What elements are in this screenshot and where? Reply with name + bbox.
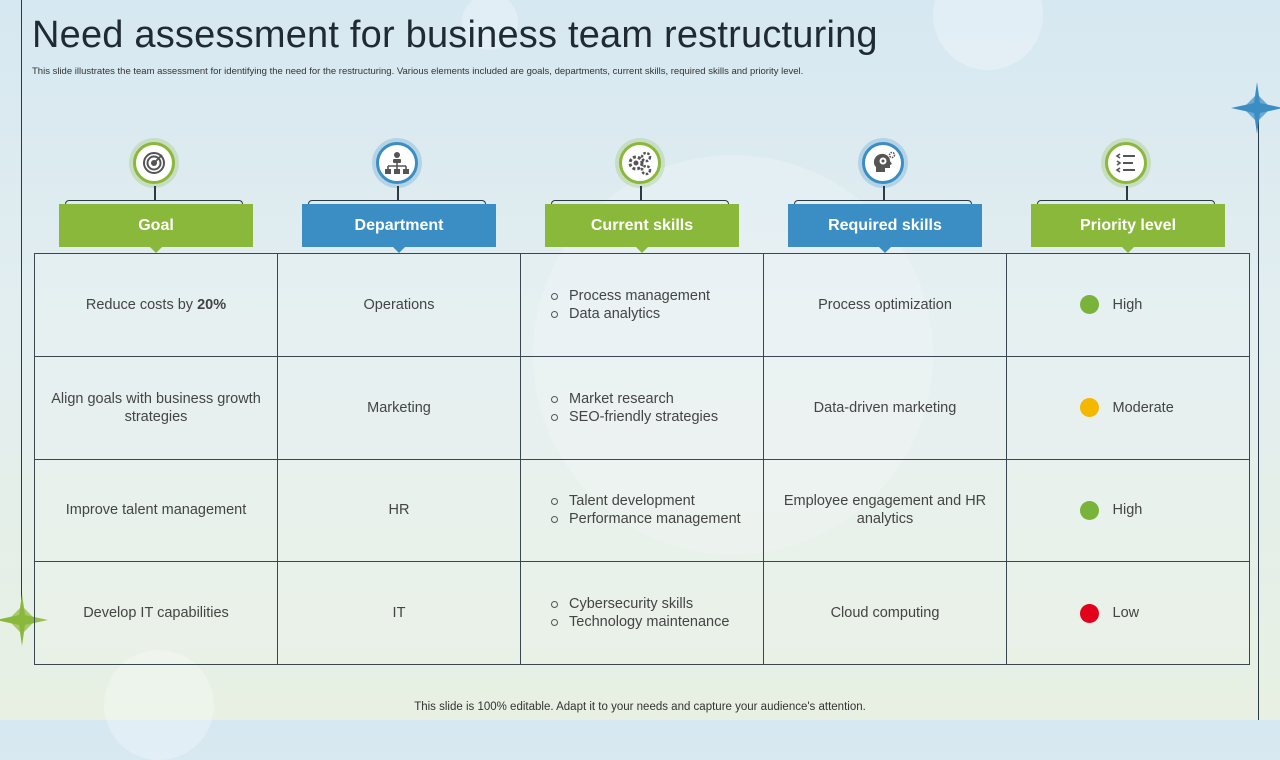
- priority-dot: [1079, 295, 1099, 315]
- required-skills-cell: Process optimization: [763, 253, 1007, 357]
- table-row: Reduce costs by 20% Operations Process m…: [34, 253, 1250, 357]
- priority-cell: Moderate: [1006, 355, 1250, 460]
- header-pill-department: Department: [302, 204, 496, 253]
- department-cell: Marketing: [277, 355, 521, 460]
- current-skills-cell: Talent development Performance managemen…: [520, 458, 764, 563]
- goal-highlight: 20%: [197, 296, 227, 313]
- department-cell: IT: [277, 561, 521, 665]
- priority-list-icon: [1105, 142, 1147, 184]
- column-header-goal: Goal: [35, 138, 278, 254]
- priority-dot: [1079, 398, 1099, 418]
- column-header-priority-level: Priority level: [1007, 138, 1250, 254]
- assessment-table: Reduce costs by 20% Operations Process m…: [34, 253, 1250, 665]
- skills-list: Talent development Performance managemen…: [533, 492, 751, 528]
- column-headers: Goal Department: [35, 138, 1249, 254]
- skills-list: Cybersecurity skills Technology maintena…: [533, 595, 751, 631]
- goal-cell: Reduce costs by 20%: [34, 253, 278, 357]
- bg-decor-circle: [462, 0, 518, 50]
- star-icon: [0, 594, 48, 646]
- required-skills-cell: Cloud computing: [763, 561, 1007, 665]
- department-cell: HR: [277, 458, 521, 563]
- current-skills-cell: Market research SEO-friendly strategies: [520, 355, 764, 460]
- brain-gear-icon: [862, 142, 904, 184]
- gears-icon: [619, 142, 661, 184]
- priority-label: Moderate: [1112, 399, 1174, 416]
- priority-dot: [1079, 603, 1099, 623]
- goal-cell: Align goals with business growth strateg…: [34, 355, 278, 460]
- goal-cell: Develop IT capabilities: [34, 561, 278, 665]
- priority-label: High: [1112, 296, 1143, 313]
- list-item: Talent development: [551, 492, 751, 510]
- priority-dot: [1079, 500, 1099, 520]
- column-header-department: Department: [278, 138, 521, 254]
- department-cell: Operations: [277, 253, 521, 357]
- header-pill-current-skills: Current skills: [545, 204, 739, 253]
- org-chart-icon: [376, 142, 418, 184]
- priority-cell: High: [1006, 458, 1250, 563]
- page-title: Need assessment for business team restru…: [32, 14, 878, 56]
- priority-cell: High: [1006, 253, 1250, 357]
- decor-line-right: [1258, 100, 1259, 720]
- connector: [883, 186, 885, 200]
- skills-list: Market research SEO-friendly strategies: [533, 390, 751, 426]
- priority-label: Low: [1112, 605, 1140, 622]
- table-row: Improve talent management HR Talent deve…: [34, 458, 1250, 563]
- priority-label: High: [1112, 502, 1143, 519]
- table-row: Develop IT capabilities IT Cybersecurity…: [34, 561, 1250, 665]
- list-item: Data analytics: [551, 305, 751, 323]
- priority-cell: Low: [1006, 561, 1250, 665]
- decor-line-left: [21, 0, 22, 600]
- header-pill-required-skills: Required skills: [788, 204, 982, 253]
- star-icon: [1231, 82, 1280, 134]
- current-skills-cell: Cybersecurity skills Technology maintena…: [520, 561, 764, 665]
- table-row: Align goals with business growth strateg…: [34, 355, 1250, 460]
- connector: [1126, 186, 1128, 200]
- connector: [640, 186, 642, 200]
- required-skills-cell: Employee engagement and HR analytics: [763, 458, 1007, 563]
- skills-list: Process management Data analytics: [533, 287, 751, 323]
- column-header-required-skills: Required skills: [764, 138, 1007, 254]
- bg-decor-circle: [933, 0, 1043, 70]
- page-subtitle: This slide illustrates the team assessme…: [32, 66, 804, 77]
- connector: [397, 186, 399, 200]
- connector: [154, 186, 156, 200]
- column-header-current-skills: Current skills: [521, 138, 764, 254]
- list-item: Performance management: [551, 510, 751, 528]
- required-skills-cell: Data-driven marketing: [763, 355, 1007, 460]
- list-item: Market research: [551, 390, 751, 408]
- header-pill-priority-level: Priority level: [1031, 204, 1225, 253]
- list-item: Technology maintenance: [551, 613, 751, 631]
- header-pill-goal: Goal: [59, 204, 253, 253]
- list-item: Process management: [551, 287, 751, 305]
- goal-cell: Improve talent management: [34, 458, 278, 563]
- footer-note: This slide is 100% editable. Adapt it to…: [414, 701, 866, 713]
- list-item: SEO-friendly strategies: [551, 408, 751, 426]
- list-item: Cybersecurity skills: [551, 595, 751, 613]
- current-skills-cell: Process management Data analytics: [520, 253, 764, 357]
- target-icon: [133, 142, 175, 184]
